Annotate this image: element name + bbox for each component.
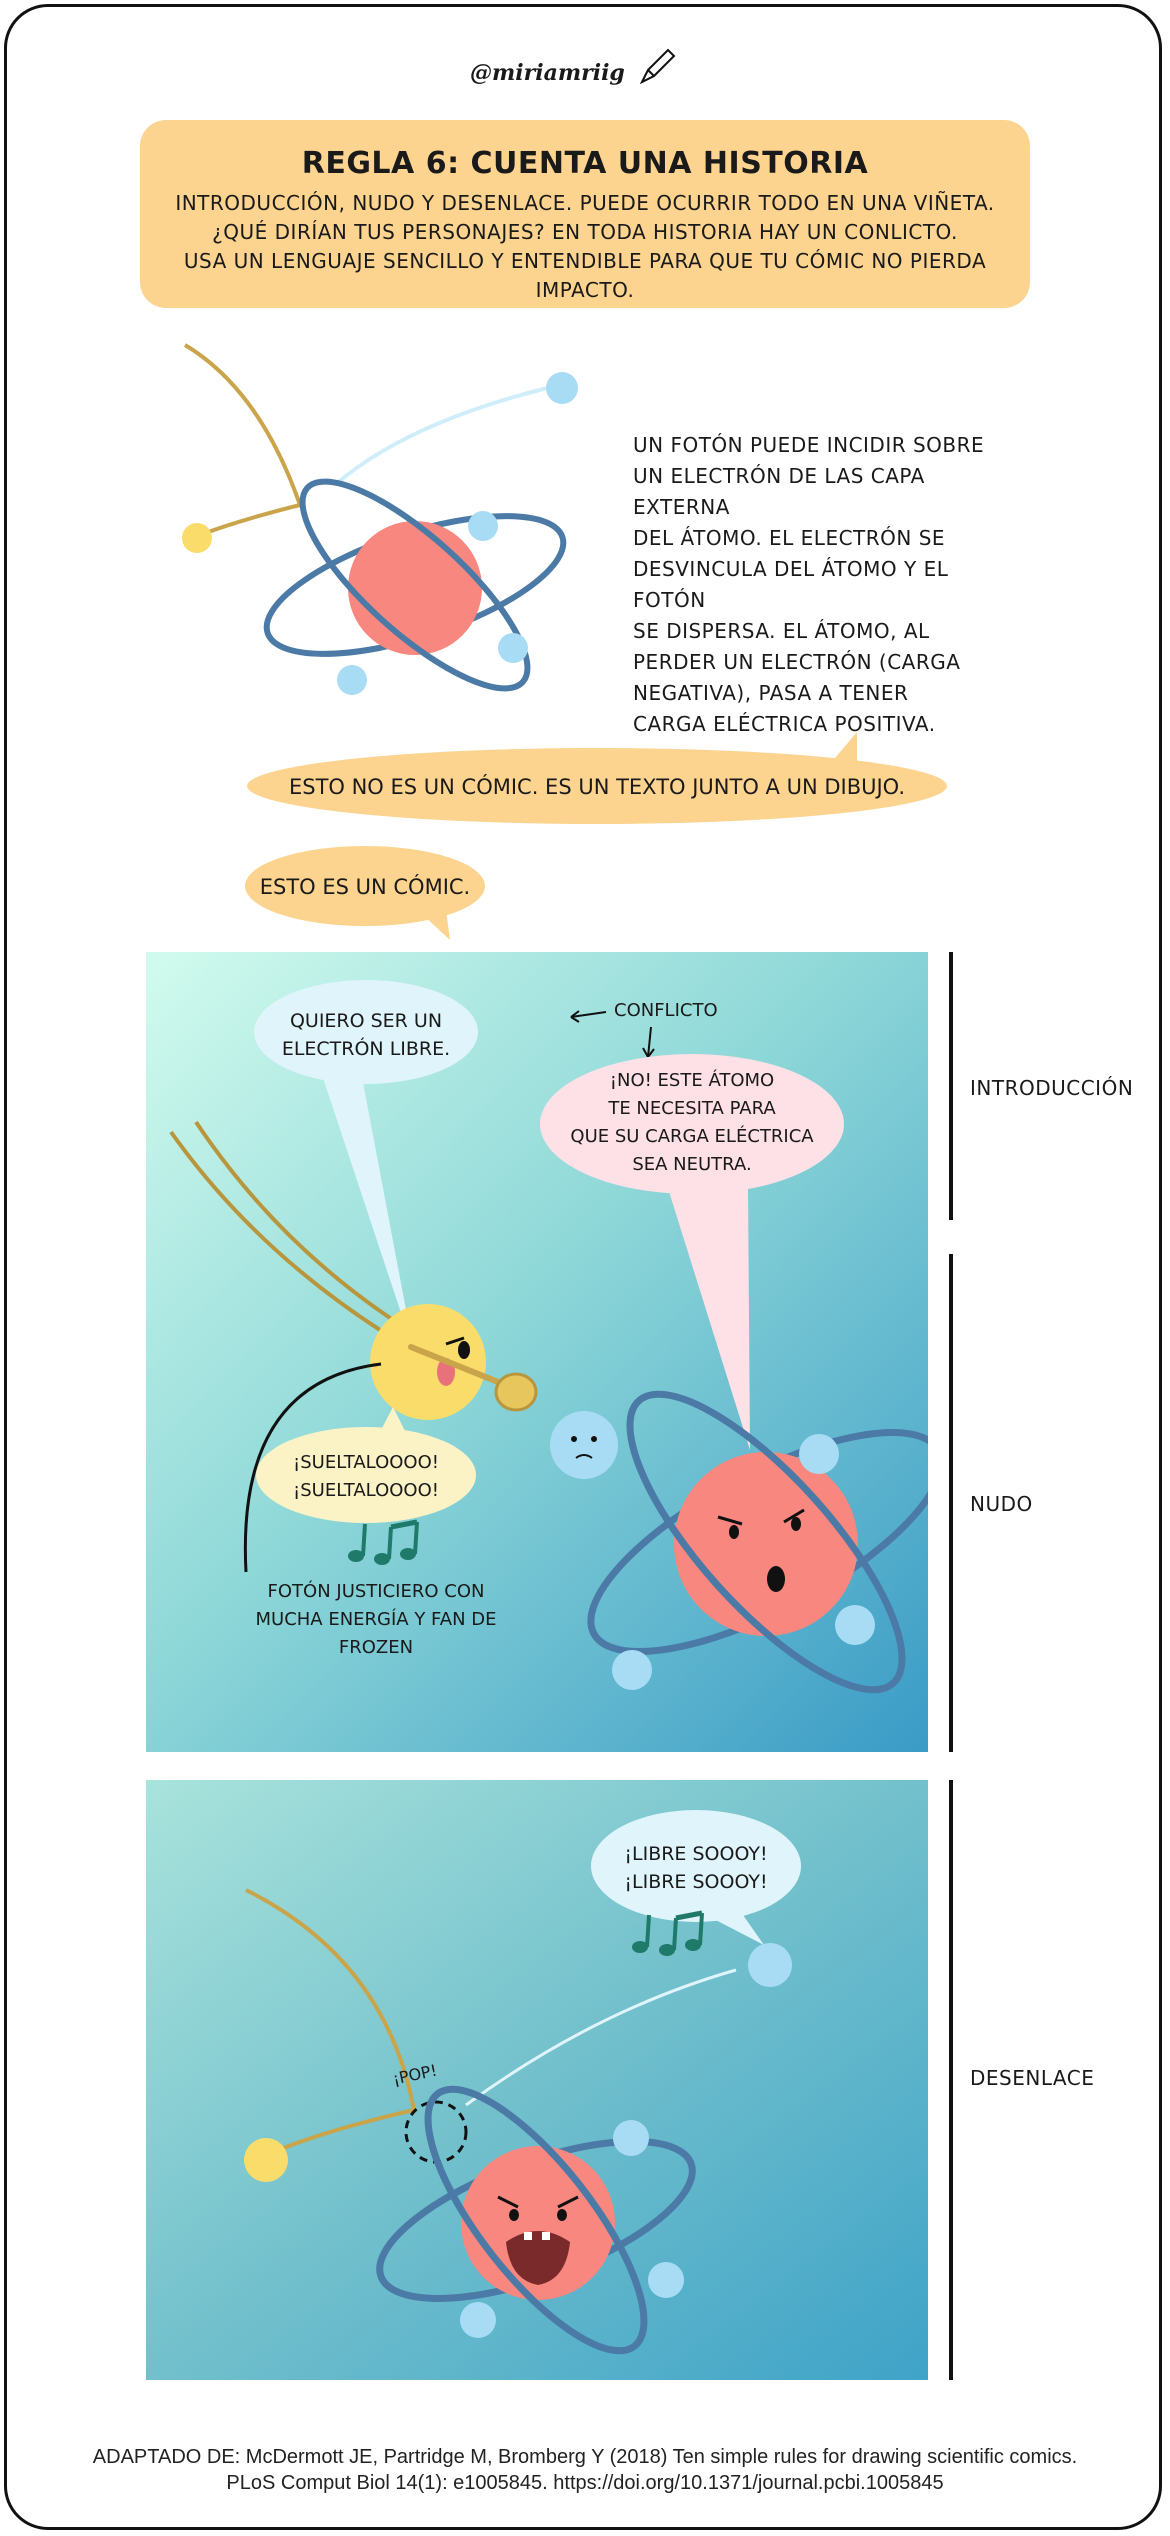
- photon-character: [370, 1304, 486, 1420]
- music-notes-icon: [632, 1910, 704, 1956]
- rule-line-2: ¿QUÉ DIRÍAN TUS PERSONAJES? EN TODA HIST…: [212, 220, 958, 244]
- electron-1: [468, 511, 498, 541]
- electron-character: [550, 1411, 618, 1479]
- photon-caption-line-3: FROZEN: [339, 1637, 413, 1658]
- atom-speech-line-3: QUE SU CARGA ELÉCTRICA: [570, 1125, 814, 1147]
- citation: ADAPTADO DE: McDermott JE, Partridge M, …: [20, 2444, 1150, 2496]
- intro-label: INTRODUCCIÓN: [970, 1076, 1134, 1100]
- escaped-electron: [748, 1943, 792, 1987]
- electron-speech-bubble: [254, 980, 478, 1084]
- photon-trail-2: [194, 1120, 398, 1324]
- explanation-line: NEGATIVA), PASA A TENER: [633, 681, 909, 705]
- atom-nucleus-character: [674, 1452, 858, 1636]
- panel2-electron-1: [613, 2120, 649, 2156]
- rule-line-1: INTRODUCCIÓN, NUDO Y DESENLACE. PUEDE OC…: [175, 191, 995, 215]
- photon-trail: [183, 343, 303, 537]
- pen-icon: [639, 48, 676, 85]
- rule-line-3: USA UN LENGUAJE SENCILLO Y ENTENDIBLE PA…: [183, 249, 987, 302]
- atom-speech-line-2: TE NECESITA PARA: [607, 1098, 776, 1119]
- intro-bar: [949, 952, 953, 1220]
- electron-3: [337, 665, 367, 695]
- desenlace-label: DESENLACE: [970, 2066, 1095, 2090]
- atom-illustration: [182, 343, 578, 695]
- page-frame: [4, 4, 1162, 2530]
- electron-2: [498, 633, 528, 663]
- signature-text: @miriamriig: [470, 60, 625, 86]
- rule-title: REGLA 6: CUENTA UNA HISTORIA: [301, 146, 869, 181]
- not-comic-bubble: ESTO NO ES UN CÓMIC. ES UN TEXTO JUNTO A…: [247, 732, 947, 824]
- free-speech-line-1: ¡LIBRE SOOOY!: [624, 1843, 767, 1865]
- electron-trail: [333, 383, 561, 487]
- nudo-bar: [949, 1254, 953, 1752]
- photon-trail: [245, 1888, 417, 2155]
- is-comic-bubble: ESTO ES UN CÓMIC.: [245, 846, 485, 940]
- citation-line-1: ADAPTADO DE: McDermott JE, Partridge M, …: [92, 2446, 1078, 2468]
- comic-panel-1: QUIERO SER UN ELECTRÓN LIBRE. CONFLICTO …: [146, 952, 928, 1752]
- artist-signature: @miriamriig: [470, 48, 700, 110]
- explanation-line: DESVINCULA DEL ÁTOMO Y EL FOTÓN: [633, 557, 949, 612]
- explanation-text: UN FOTÓN PUEDE INCIDIR SOBRE UN ELECTRÓN…: [633, 430, 1023, 740]
- rule-header-box: REGLA 6: CUENTA UNA HISTORIA INTRODUCCIÓ…: [140, 120, 1030, 308]
- orbit-2: [299, 478, 531, 692]
- panel1-electron-3: [612, 1650, 652, 1690]
- comic-panel-2: ¡LIBRE SOOOY! ¡LIBRE SOOOY! ¡POP!: [146, 1780, 928, 2380]
- photon-caption-line-2: MUCHA ENERGÍA Y FAN DE: [255, 1608, 496, 1630]
- conflict-arrow-left: [570, 1011, 607, 1018]
- panel2-orbit-2: [424, 2085, 648, 2355]
- photon-speech-line-2: ¡SUELTALOOOO!: [293, 1480, 439, 1501]
- explanation-line: CARGA ELÉCTRICA POSITIVA.: [633, 712, 936, 736]
- photon-ball: [244, 2138, 288, 2182]
- photon-trail-1: [169, 1130, 393, 1339]
- explanation-line: SE DISPERSA. EL ÁTOMO, AL: [633, 619, 930, 643]
- electron-speech-line-2: ELECTRÓN LIBRE.: [282, 1036, 450, 1060]
- atom-speech-bubble: [540, 1054, 844, 1194]
- explanation-line: UN FOTÓN PUEDE INCIDIR SOBRE: [633, 433, 985, 457]
- photon-ball: [182, 523, 212, 553]
- panel1-electron-1: [799, 1434, 839, 1474]
- free-speech-line-2: ¡LIBRE SOOOY!: [624, 1871, 767, 1893]
- music-notes-icon: [348, 1519, 419, 1565]
- conflict-arrow-down: [647, 1026, 652, 1058]
- citation-line-2: PLoS Comput Biol 14(1): e1005845. https:…: [226, 2472, 944, 2494]
- free-speech-bubble: [591, 1810, 801, 1922]
- explanation-line: PERDER UN ELECTRÓN (CARGA: [633, 650, 961, 674]
- not-comic-text: ESTO NO ES UN CÓMIC. ES UN TEXTO JUNTO A…: [289, 774, 905, 799]
- photon-speech-line-1: ¡SUELTALOOOO!: [293, 1452, 439, 1473]
- panel2-electron-3: [460, 2302, 496, 2338]
- atom-speech-line-1: ¡NO! ESTE ÁTOMO: [610, 1069, 774, 1091]
- explanation-line: UN ELECTRÓN DE LAS CAPA EXTERNA: [633, 464, 925, 519]
- electron-speech-line-1: QUIERO SER UN: [290, 1010, 442, 1032]
- atom-speech-line-4: SEA NEUTRA.: [632, 1154, 751, 1175]
- panel1-orbit-2: [626, 1390, 906, 1694]
- panel1-electron-2: [835, 1605, 875, 1645]
- nucleus: [348, 521, 482, 655]
- conflict-label: CONFLICTO: [614, 1000, 718, 1021]
- escaped-electron-trail: [465, 1968, 737, 2107]
- caption-leader-line: [243, 1362, 382, 1573]
- explanation-line: DEL ÁTOMO. EL ELECTRÓN SE: [633, 526, 946, 550]
- desenlace-bar: [949, 1780, 953, 2380]
- is-comic-text: ESTO ES UN CÓMIC.: [260, 874, 471, 899]
- nudo-label: NUDO: [970, 1492, 1033, 1516]
- photon-speech-bubble: [256, 1427, 476, 1523]
- photon-caption-line-1: FOTÓN JUSTICIERO CON: [268, 1580, 485, 1602]
- panel2-electron-2: [648, 2262, 684, 2298]
- electron-escaped: [546, 372, 578, 404]
